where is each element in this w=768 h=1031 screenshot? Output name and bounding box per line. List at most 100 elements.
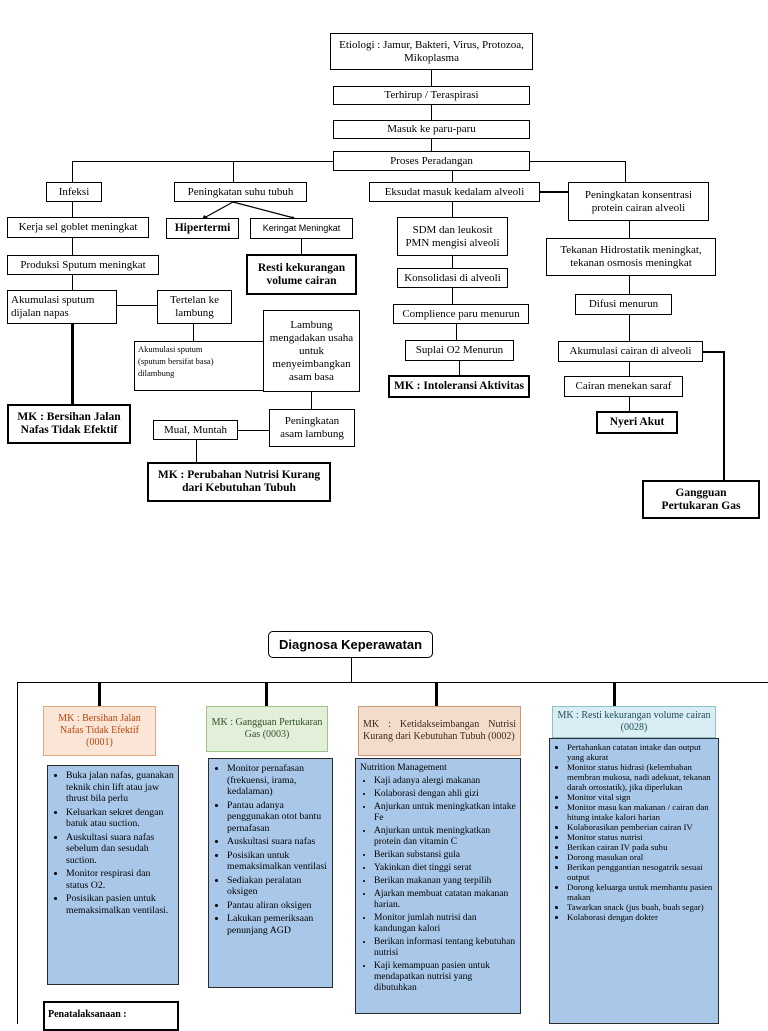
masuk-paru-box: Masuk ke paru-paru <box>333 120 530 139</box>
intervention-item: Anjurkan untuk meningkatkan protein dan … <box>374 826 516 848</box>
intervention-item: Dorong masukan oral <box>567 852 715 862</box>
connector <box>72 202 73 217</box>
sdm-box: SDM dan leukosit PMN mengisi alveoli <box>397 217 508 256</box>
mk-card-nutrisi: MK : Ketidakseimbangan Nutrisi Kurang da… <box>358 706 521 756</box>
konsentrasi-box: Peningkatan konsentrasi protein cairan a… <box>568 182 709 221</box>
intervention-item: Kolaborasi dengan ahli gizi <box>374 789 516 800</box>
intervention-item: Auskultasi suara nafas sebelum dan sesud… <box>66 832 174 867</box>
asam-lambung-box: Peningkatan asam lambung <box>269 409 355 447</box>
connector-thick <box>703 351 725 353</box>
konsolidasi-box: Konsolidasi di alveoli <box>397 268 508 288</box>
intervention-list-jalan-nafas: Buka jalan nafas, guanakan teknik chin l… <box>47 765 179 985</box>
intervention-item: Kolaborasi dengan dokter <box>567 912 715 922</box>
connector <box>17 682 18 1024</box>
connector <box>117 305 157 306</box>
penatalaksanaan-box: Penatalaksanaan : <box>43 1001 179 1031</box>
keringat-box: Keringat Meningkat <box>250 218 353 239</box>
intervention-item: Pertahankan catatan intake dan output ya… <box>567 742 715 762</box>
mk-nutrisi-box: MK : Perubahan Nutrisi Kurang dari Kebut… <box>147 462 331 502</box>
intervention-item: Monitor respirasi dan status O2. <box>66 868 174 891</box>
connector <box>629 362 630 376</box>
hipertermi-box: Hipertermi <box>166 218 239 239</box>
resti-box: Resti kekurangan volume cairan <box>246 254 357 295</box>
connector <box>431 139 432 151</box>
intervention-item: Monitor masu kan makanan / cairan dan hi… <box>567 802 715 822</box>
connector <box>629 276 630 294</box>
mk-card-volume-cairan: MK : Resti kekurangan volume cairan (002… <box>552 706 716 738</box>
terhirup-box: Terhirup / Teraspirasi <box>333 86 530 105</box>
intervention-item: Dorong keluarga untuk membantu pasien ma… <box>567 882 715 902</box>
connector <box>351 658 352 682</box>
connector-thick <box>723 351 725 480</box>
intervention-item: Monitor status hidrasi (kelembaban membr… <box>567 762 715 792</box>
connector <box>629 221 630 238</box>
connector <box>431 70 432 86</box>
mk-card-jalan-nafas: MK : Bersihan Jalan Nafas Tidak Efektif … <box>43 706 156 756</box>
intervention-item: Monitor status nutrisi <box>567 832 715 842</box>
connector <box>629 315 630 341</box>
intervention-item: Yakinkan diet tinggi serat <box>374 863 516 874</box>
infeksi-box: Infeksi <box>46 182 102 202</box>
branch-line <box>72 161 333 162</box>
intervention-item: Tawarkan snack (jus buah, buah segar) <box>567 902 715 912</box>
tekanan-box: Tekanan Hidrostatik meningkat, tekanan o… <box>546 238 716 276</box>
intervention-item: Kolaborasikan pemberian cairan IV <box>567 822 715 832</box>
connector-thick <box>435 682 438 706</box>
connector-thick <box>98 682 101 706</box>
branch-line <box>530 161 626 162</box>
mk-intoleransi-box: MK : Intoleransi Aktivitas <box>388 375 530 398</box>
diagnosa-branch-line <box>17 682 768 683</box>
akumulasi-cairan-box: Akumulasi cairan di alveoli <box>558 341 703 362</box>
intervention-item: Anjurkan untuk meningkatkan intake Fe <box>374 802 516 824</box>
connector <box>459 361 460 375</box>
eksudat-box: Eksudat masuk kedalam alveoli <box>369 182 540 202</box>
tertelan-box: Tertelan ke lambung <box>157 290 232 324</box>
connector <box>72 161 73 182</box>
intervention-item: Lakukan pemeriksaan penunjang AGD <box>227 913 328 936</box>
connector-thick <box>540 191 568 193</box>
sputum-box: Produksi Sputum meningkat <box>7 255 159 275</box>
connector <box>196 440 197 462</box>
intervention-item: Kaji adanya alergi makanan <box>374 776 516 787</box>
intervention-item: Berikan penggantian nesogatrik sesuai ou… <box>567 862 715 882</box>
intervention-item: Pantau aliran oksigen <box>227 900 328 912</box>
nyeri-akut-box: Nyeri Akut <box>596 411 678 434</box>
proses-peradangan-box: Proses Peradangan <box>333 151 530 171</box>
akumulasi-lambung-line3: dilambung <box>138 368 175 378</box>
lambung-box: Lambung mengadakan usaha untuk menyeimba… <box>263 310 360 392</box>
intervention-item: Buka jalan nafas, guanakan teknik chin l… <box>66 770 174 805</box>
diagnosa-title: Diagnosa Keperawatan <box>268 631 433 658</box>
connector-thick <box>265 682 268 706</box>
intervention-item: Auskultasi suara nafas <box>227 836 328 848</box>
intervention-item: Monitor pernafasan (frekuensi, irama, ke… <box>227 763 328 798</box>
akumulasi-lambung-line2: (sputum bersifat basa) <box>138 356 214 366</box>
akumulasi-sputum-box: Akumulasi sputum dijalan napas <box>7 290 117 324</box>
suplai-o2-box: Suplai O2 Menurun <box>405 340 514 361</box>
intervention-item: Keluarkan sekret dengan batuk atau sucti… <box>66 807 174 830</box>
intervention-item: Kaji kemampuan pasien untuk mendapatkan … <box>374 961 516 994</box>
intervention-list-nutrisi: Nutrition Management Kaji adanya alergi … <box>355 758 521 1014</box>
suhu-box: Peningkatan suhu tubuh <box>174 182 307 202</box>
intervention-item: Sediakan peralatan oksigen <box>227 875 328 898</box>
connector <box>72 275 73 290</box>
intervention-item: Pantau adanya penggunakan otot bantu per… <box>227 800 328 835</box>
complience-box: Complience paru menurun <box>393 304 529 324</box>
nutrition-management-heading: Nutrition Management <box>360 763 447 773</box>
intervention-list-volume-cairan: Pertahankan catatan intake dan output ya… <box>549 738 719 1024</box>
intervention-item: Monitor jumlah nutrisi dan kandungan kal… <box>374 913 516 935</box>
intervention-item: Berikan substansi gula <box>374 850 516 861</box>
connector <box>452 288 453 304</box>
intervention-item: Posisikan pasien untuk memaksimalkan ven… <box>66 893 174 916</box>
connector <box>431 105 432 120</box>
intervention-item: Berikan makanan yang terpilih <box>374 876 516 887</box>
intervention-item: Berikan cairan IV pada suhu <box>567 842 715 852</box>
connector-thick <box>613 682 616 706</box>
goblet-box: Kerja sel goblet meningkat <box>7 217 149 238</box>
gangguan-pertukaran-gas-box: Gangguan Pertukaran Gas <box>642 480 760 519</box>
akumulasi-lambung-box: Akumulasi sputum (sputum bersifat basa) … <box>134 341 266 391</box>
connector <box>456 324 457 340</box>
connector <box>238 430 269 431</box>
etiologi-box: Etiologi : Jamur, Bakteri, Virus, Protoz… <box>330 33 533 70</box>
connector <box>629 397 630 411</box>
connector <box>625 161 626 182</box>
